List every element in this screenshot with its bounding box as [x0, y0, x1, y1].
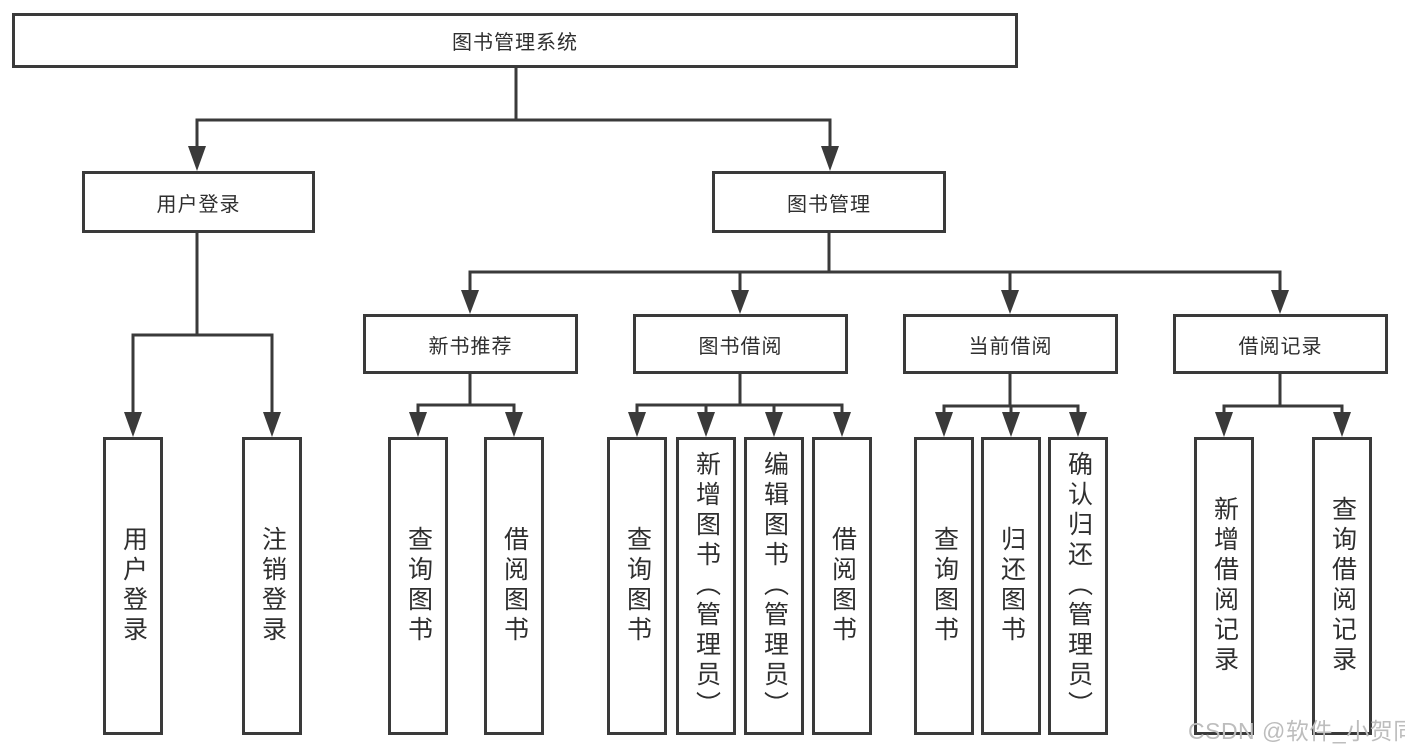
leaf-borrow-borrow-books: 借阅图书	[812, 437, 872, 735]
csdn-watermark: CSDN @软件_小贺同学	[1188, 718, 1405, 744]
node-library-management-system: 图书管理系统	[12, 13, 1018, 68]
node-current-borrowing: 当前借阅	[903, 314, 1118, 374]
leaf-current-return-books: 归还图书	[981, 437, 1041, 735]
node-book-borrowing: 图书借阅	[633, 314, 848, 374]
leaf-current-confirm-return-admin: 确认归还（管理员）	[1048, 437, 1108, 735]
leaf-records-add-borrow-record: 新增借阅记录	[1194, 437, 1254, 735]
leaf-user-login: 用户登录	[103, 437, 163, 735]
leaf-current-query-books: 查询图书	[914, 437, 974, 735]
leaf-records-query-borrow-record: 查询借阅记录	[1312, 437, 1372, 735]
leaf-borrow-query-books: 查询图书	[607, 437, 667, 735]
leaf-borrow-add-books-admin: 新增图书（管理员）	[676, 437, 736, 735]
leaf-borrow-edit-books-admin: 编辑图书（管理员）	[744, 437, 804, 735]
node-borrowing-records: 借阅记录	[1173, 314, 1388, 374]
leaf-newbooks-query-books: 查询图书	[388, 437, 448, 735]
leaf-logout: 注销登录	[242, 437, 302, 735]
node-book-management: 图书管理	[712, 171, 946, 233]
leaf-newbooks-borrow-books: 借阅图书	[484, 437, 544, 735]
node-user-login: 用户登录	[82, 171, 315, 233]
node-new-book-recommendation: 新书推荐	[363, 314, 578, 374]
